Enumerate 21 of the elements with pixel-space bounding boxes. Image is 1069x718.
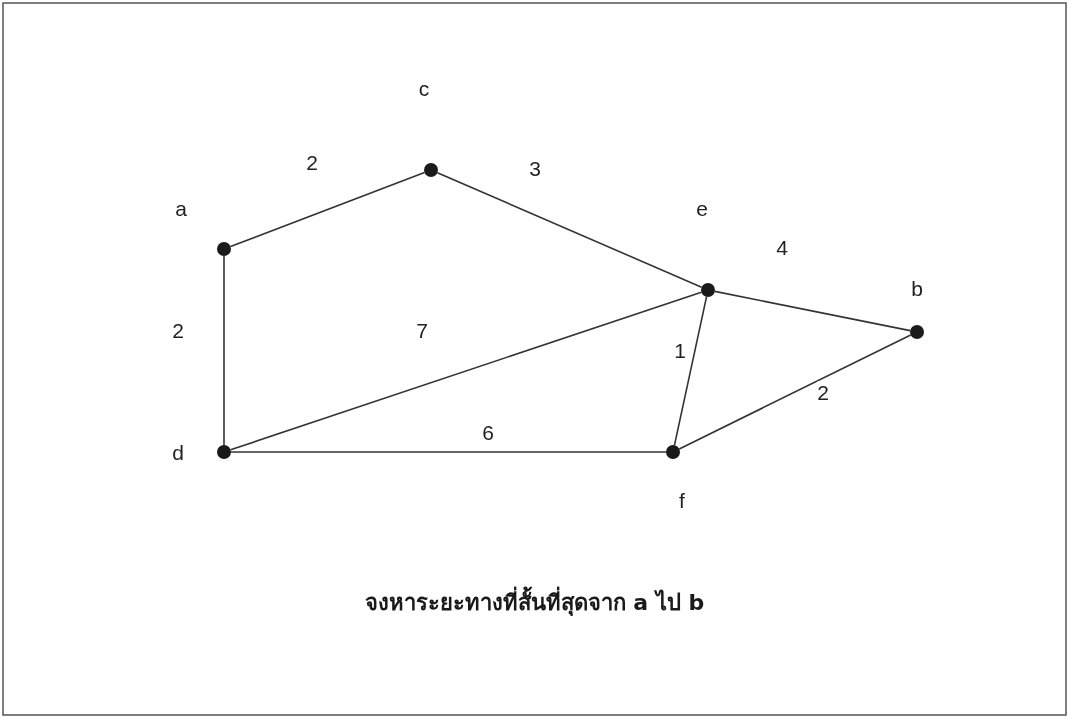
- vertex-label: d: [172, 441, 184, 463]
- caption: จงหาระยะทางที่สั้นที่สุดจาก a ไป b: [364, 585, 705, 620]
- graph-edge: [229, 291, 703, 451]
- vertex-dot: [666, 445, 680, 459]
- graph-edge: [436, 172, 703, 289]
- vertex-label: f: [679, 489, 685, 511]
- graph-edge: [714, 290, 911, 332]
- graph-edge: [230, 451, 667, 453]
- vertex-label: e: [696, 197, 708, 219]
- vertex-dot: [424, 163, 438, 177]
- vertex-label: a: [175, 197, 187, 219]
- graph-edge: [229, 171, 426, 248]
- vertex-label: c: [418, 77, 430, 99]
- vertex-dot: [217, 445, 231, 459]
- graph-edge: [673, 296, 708, 446]
- vertex-label: b: [911, 277, 923, 299]
- vertex-dot: [701, 283, 715, 297]
- graph-edge: [223, 255, 225, 446]
- vertex-dot: [910, 325, 924, 339]
- vertex-dot: [217, 242, 231, 256]
- graph-edge: [678, 334, 912, 450]
